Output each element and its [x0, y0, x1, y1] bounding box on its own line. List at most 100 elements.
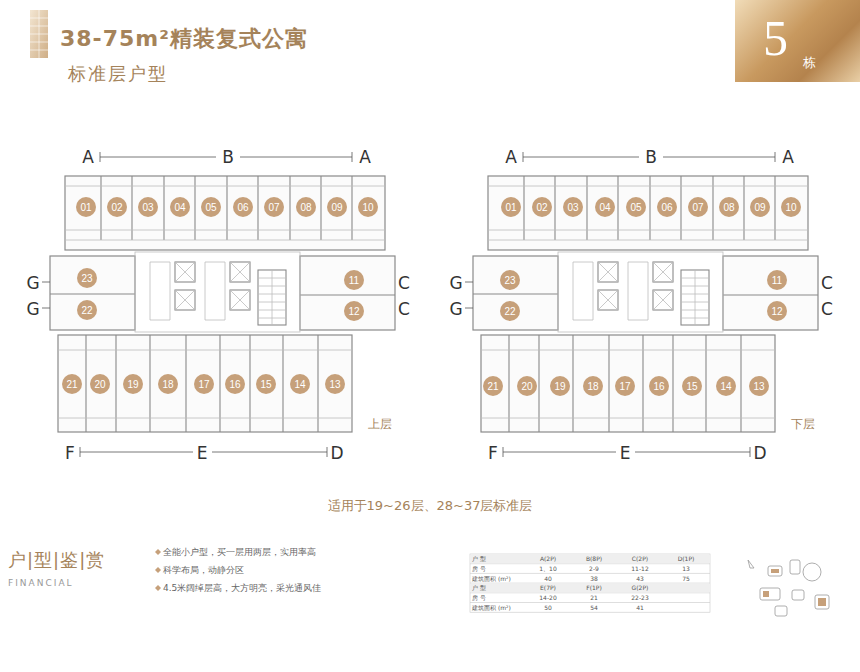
callout-number: 05: [205, 202, 216, 213]
axis-letter: D: [330, 443, 343, 463]
callout-number: 03: [142, 202, 153, 213]
unit-number-circle: 09: [327, 197, 347, 217]
table-cell: D(1P): [678, 555, 695, 562]
callout-number: 18: [587, 381, 598, 392]
callout-number: 13: [329, 379, 340, 390]
unit-number-circle: 21: [483, 376, 503, 396]
unit-number-circle: 08: [296, 197, 316, 217]
plan-linework: [470, 554, 710, 612]
callout-number: 21: [487, 381, 498, 392]
unit-number-circle: 16: [649, 376, 669, 396]
section-subheading: FINANCIAL: [8, 578, 74, 588]
unit-number-circle: 03: [563, 197, 583, 217]
plan-linework: [470, 554, 709, 563]
callout-number: 19: [554, 381, 565, 392]
plan-linework: [470, 554, 709, 592]
feature-bullet: 科学布局，动静分区: [163, 564, 244, 577]
unit-number-circle: 17: [194, 374, 214, 394]
plan-linework: [470, 554, 710, 612]
applicable-floors-note: 适用于19~26层、28~37层标准层: [328, 497, 533, 515]
callout-number: 07: [268, 202, 279, 213]
callout-number: 02: [536, 202, 547, 213]
plan-linework: [803, 563, 821, 581]
plan-linework: [748, 560, 829, 616]
unit-number-circle: 22: [77, 300, 97, 320]
unit-number-circle: 11: [344, 270, 364, 290]
plan-linework: [470, 583, 709, 592]
callout-number: 09: [754, 202, 765, 213]
callout-number: 22: [81, 305, 92, 316]
callout-number: 17: [198, 379, 209, 390]
callout-number: 22: [504, 306, 515, 317]
plan-linework: [771, 569, 779, 573]
axis-letter: B: [222, 147, 234, 167]
table-cell: C(2P): [632, 555, 648, 562]
callout-number: 04: [174, 202, 185, 213]
table-cell: 房 号: [472, 565, 486, 572]
unit-number-circle: 18: [158, 374, 178, 394]
table-cell: 13: [682, 565, 690, 572]
building-unit: 栋: [803, 54, 816, 72]
table-cell: 1、10: [539, 565, 556, 572]
feature-bullet: 全能小户型，买一层用两层，实用率高: [163, 546, 316, 559]
callout-number: 09: [331, 202, 342, 213]
plan-linework: [768, 566, 782, 576]
plan-linework: [30, 10, 48, 58]
floor-plan: 下层01020304050607080910111213141516171819…: [443, 140, 843, 440]
axis-letter: A: [782, 147, 794, 167]
building-number: 5: [763, 8, 788, 68]
unit-number-circle: 22: [500, 301, 520, 321]
table-cell: 14-20: [539, 594, 556, 601]
plan-linework: [815, 595, 829, 609]
unit-number-circle: 13: [749, 376, 769, 396]
axis-letter: G: [26, 273, 39, 293]
table-cell: 房 号: [472, 594, 486, 601]
plan-linework: [760, 588, 780, 600]
unit-number-circle: 12: [344, 301, 364, 321]
table-cell: 40: [544, 575, 552, 582]
unit-number-circle: 05: [626, 197, 646, 217]
plan-linework: [818, 598, 826, 606]
unit-number-circle: 21: [62, 374, 82, 394]
unit-number-circle: 16: [225, 374, 245, 394]
plan-linework: [763, 591, 769, 597]
unit-number-circle: 09: [750, 197, 770, 217]
floor-plan: 上层01020304050607080910111213141516171819…: [20, 140, 420, 440]
callout-number: 06: [237, 202, 248, 213]
axis-letter: C: [398, 273, 410, 293]
callout-number: 01: [80, 202, 91, 213]
unit-number-circle: 02: [107, 197, 127, 217]
plan-linework: [465, 152, 818, 457]
axis-letter: D: [753, 443, 766, 463]
unit-number-circle: 13: [325, 374, 345, 394]
callout-number: 13: [753, 381, 764, 392]
callout-number: 20: [94, 379, 105, 390]
unit-number-circle: 08: [719, 197, 739, 217]
table-cell: 38: [590, 575, 598, 582]
unit-number-circle: 01: [501, 197, 521, 217]
unit-number-circle: 15: [682, 376, 702, 396]
axis-letter: C: [821, 273, 833, 293]
callout-number: 06: [661, 202, 672, 213]
unit-number-circle: 20: [90, 374, 110, 394]
table-cell: A(2P): [540, 555, 556, 562]
callout-number: 15: [686, 381, 697, 392]
table-cell: G(2P): [632, 584, 649, 591]
plan-linework: [790, 560, 800, 574]
plan-linework: [155, 567, 161, 573]
callout-number: 10: [362, 202, 373, 213]
callout-number: 23: [81, 273, 92, 284]
section-heading: 户|型|鉴|赏: [8, 548, 105, 572]
unit-number-circle: 23: [77, 268, 97, 288]
callout-number: 03: [567, 202, 578, 213]
unit-number-circle: 20: [517, 376, 537, 396]
unit-number-circle: 03: [138, 197, 158, 217]
table-cell: 50: [544, 604, 552, 611]
callout-number: 15: [260, 379, 271, 390]
title: 38-75m²精装复式公寓: [60, 24, 308, 54]
unit-number-circle: 01: [76, 197, 96, 217]
unit-number-circle: 14: [290, 374, 310, 394]
axis-letter: A: [505, 147, 517, 167]
